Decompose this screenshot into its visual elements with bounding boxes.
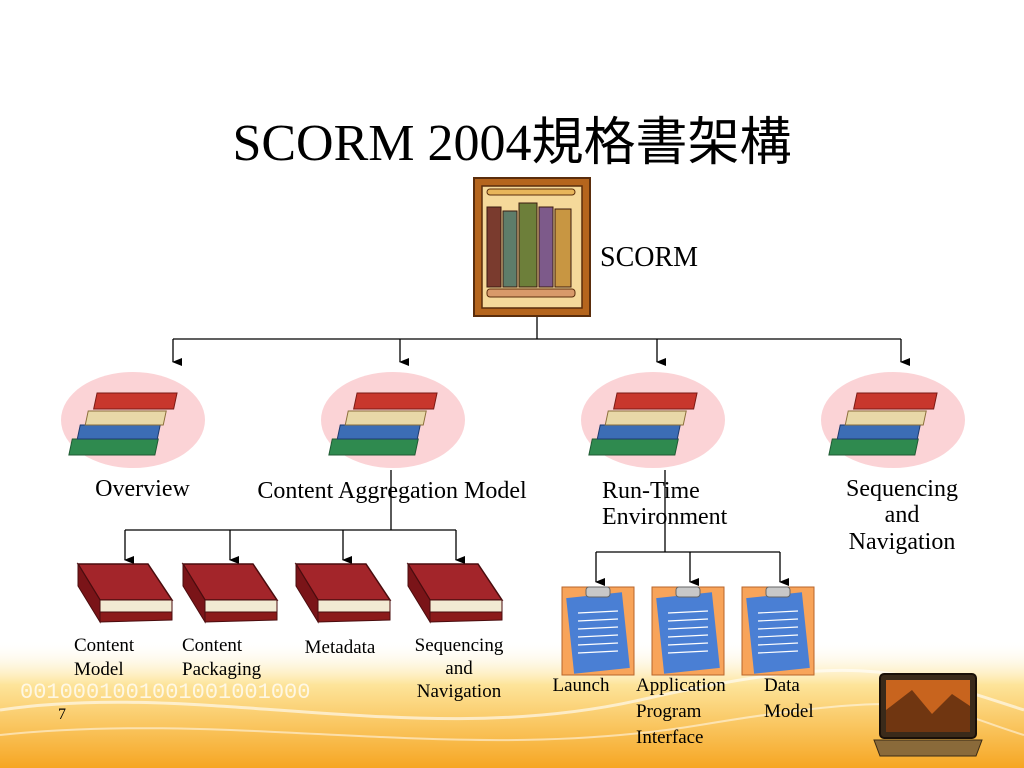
cam-sequencing-line3: Navigation (416, 680, 502, 702)
data-model-label: Data Model (764, 675, 834, 723)
sn-book-stack-icon (821, 372, 965, 468)
launch-label: Launch (545, 675, 617, 697)
sn-label-line2: and (884, 502, 920, 529)
cam-book-stack-icon (321, 372, 465, 468)
footer-decoration: 0010001001001001001000 (0, 640, 1024, 768)
content-model-book-icon (76, 562, 174, 624)
rte-label: Run-Time Environment (602, 478, 762, 531)
overview-label: Overview (95, 476, 190, 502)
footer-binary-text: 0010001001001001001000 (20, 680, 310, 705)
api-label: Application Program Interface (636, 675, 748, 749)
cam-sequencing-label: Sequencing and Navigation (400, 635, 518, 703)
cam-sequencing-line2: and (445, 657, 473, 679)
rte-label-line1: Run-Time (602, 478, 700, 504)
slide-title: SCORM 2004規格書架構 (232, 115, 792, 172)
overview-book-stack-icon (61, 372, 205, 468)
content-model-line1: Content (74, 635, 135, 656)
sn-label-line3: Navigation (848, 528, 956, 555)
root-label: SCORM (600, 242, 699, 273)
metadata-book-icon (294, 562, 392, 624)
api-line1: Application (636, 675, 726, 696)
metadata-line1: Metadata (304, 637, 376, 658)
api-clipboard-icon (651, 586, 725, 676)
launch-clipboard-icon (561, 586, 635, 676)
api-line3: Interface (636, 726, 704, 748)
content-model-line2: Model (74, 658, 124, 680)
data-model-line1: Data (764, 675, 800, 696)
launch-line1: Launch (552, 675, 610, 696)
content-packaging-line2: Packaging (182, 658, 262, 680)
laptop-icon (873, 673, 983, 757)
content-packaging-book-icon (181, 562, 279, 624)
cam-sequencing-book-icon (406, 562, 504, 624)
content-packaging-label: Content Packaging (182, 635, 282, 681)
sn-label-line1: Sequencing (846, 476, 958, 502)
api-line2: Program (636, 700, 702, 722)
cam-label: Content Aggregation Model (257, 478, 527, 504)
bookshelf-icon (473, 177, 591, 317)
data-model-line2: Model (764, 700, 814, 722)
data-model-clipboard-icon (741, 586, 815, 676)
content-model-label: Content Model (74, 635, 156, 681)
metadata-label: Metadata (290, 637, 390, 659)
sn-label: Sequencing and Navigation (820, 476, 984, 555)
rte-label-line2: Environment (602, 504, 728, 531)
content-packaging-line1: Content (182, 635, 243, 656)
slide-number: 7 (58, 706, 66, 723)
rte-book-stack-icon (581, 372, 725, 468)
cam-sequencing-line1: Sequencing (414, 635, 504, 656)
